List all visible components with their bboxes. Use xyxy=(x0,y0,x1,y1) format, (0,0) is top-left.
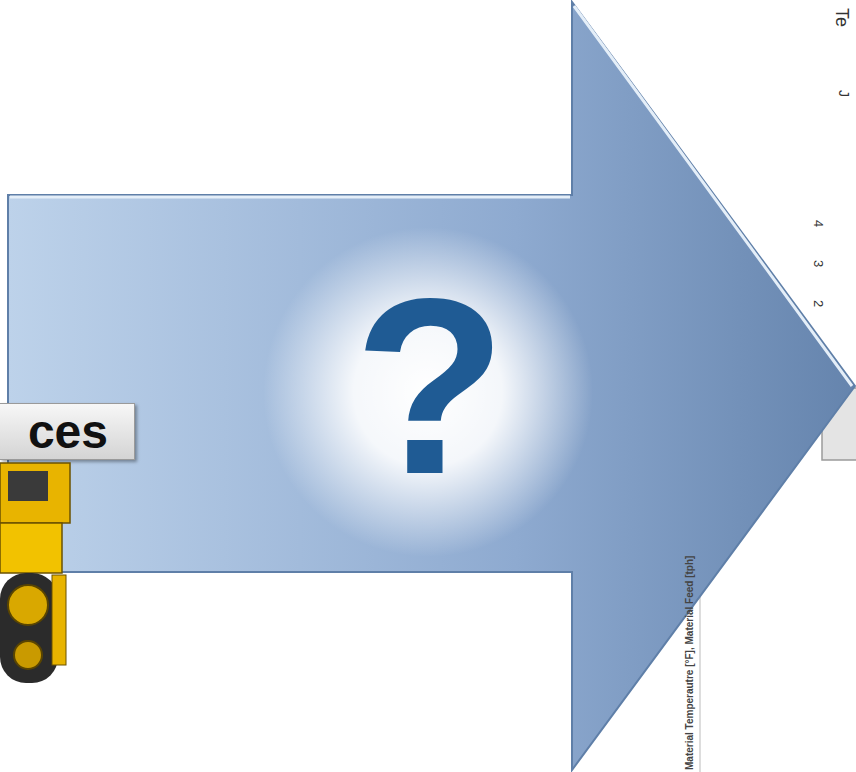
question-mark: ? xyxy=(310,262,550,512)
bulldozer-illustration xyxy=(0,455,90,695)
tick-label: 4 xyxy=(811,220,826,227)
tick-label: 2 xyxy=(811,300,826,307)
axis-label: Material Temperautre [°F], Material Feed… xyxy=(684,556,695,770)
label-box: ces xyxy=(0,403,135,460)
axis-title-fragment: J xyxy=(836,90,852,97)
glow xyxy=(263,227,593,557)
axis-title-fragment: Te xyxy=(831,8,852,27)
box-text: ces xyxy=(28,404,108,459)
arrow-body xyxy=(8,2,855,770)
tick-label: 3 xyxy=(811,260,826,267)
